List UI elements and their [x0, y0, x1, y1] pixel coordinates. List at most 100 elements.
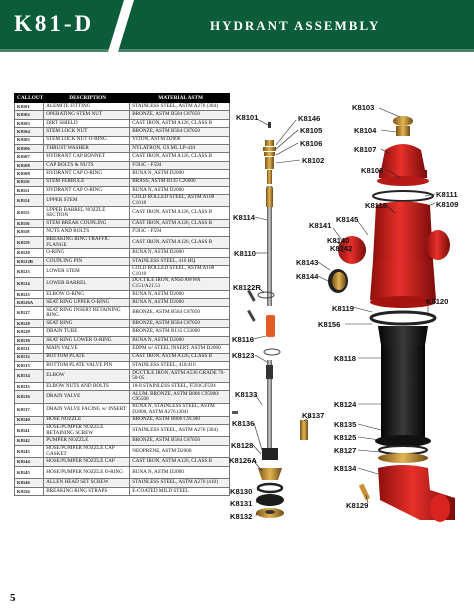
callout-cell: K8124: [13, 277, 45, 291]
callout-k8115: K8115: [365, 201, 387, 210]
material-cell: STAINLESS STEEL, 410 HQ: [129, 256, 230, 267]
callout-k8156: K8156: [318, 320, 341, 329]
callout-k8134: K8134: [334, 464, 357, 473]
material-cell: F593C - F594: [129, 227, 230, 237]
callout-k8104: K8104: [354, 126, 377, 135]
callout-cell: K8137: [13, 402, 45, 417]
description-cell: HOSE/PUMPER NOZZLE CAP: [43, 457, 131, 467]
callout-cell: K8118: [13, 227, 45, 237]
description-cell: ELBOW: [43, 369, 131, 383]
callout-cell: K8114: [13, 194, 45, 208]
page-header: K81-D HYDRANT ASSEMBLY: [0, 0, 474, 52]
callout-k8140: K8140: [327, 236, 350, 245]
description-cell: HYDRANT CAP O-RING: [43, 185, 131, 196]
description-cell: UPPER STEM: [43, 194, 131, 208]
callout-cell: K8144: [13, 457, 45, 467]
description-cell: DRAIN VALVE: [43, 390, 131, 404]
callout-k8142: K8142: [330, 244, 353, 253]
description-cell: BREAKING RING TRAFFIC FLANGE: [43, 235, 131, 250]
callout-cell: K8111: [13, 185, 45, 196]
callout-cell: K8119: [13, 235, 45, 250]
callout-k8103: K8103: [352, 103, 375, 112]
page-number: 5: [10, 592, 16, 604]
material-cell: DUCTILE IRON, ANSI/AWWA C151/A21.51: [129, 277, 230, 291]
description-cell: PUMPER NOZZLE: [43, 436, 131, 446]
material-cell: CAST IRON, ASTM A126, CLASS B: [129, 457, 230, 467]
callout-cell: K8142: [13, 436, 45, 446]
callout-k8114: K8114: [233, 213, 255, 222]
callout-k8130: K8130: [230, 487, 253, 496]
description-cell: HOSE NOZZLE: [43, 415, 131, 425]
callout-k8123: K8123: [232, 351, 255, 360]
callout-k8132: K8132: [230, 512, 253, 521]
description-cell: BREAKING RING STRAPS: [43, 486, 131, 497]
callout-k8106: K8106: [300, 139, 323, 148]
material-cell: STAINLESS STEEL, 410/416: [129, 360, 230, 371]
callout-k8102: K8102: [302, 156, 325, 165]
callout-k8124: K8124: [334, 400, 357, 409]
callout-k8118: K8118: [334, 354, 356, 363]
material-cell: BUNA N, ASTM D2000: [129, 297, 230, 308]
callout-k8105: K8105: [300, 126, 323, 135]
callout-k8137: K8137: [302, 411, 325, 420]
callout-k8133: K8133: [235, 390, 258, 399]
callout-k8135: K8135: [334, 420, 357, 429]
callout-k8141: K8141: [309, 221, 332, 230]
callout-k8126a: K8126A: [229, 456, 257, 465]
callout-k8136: K8136: [232, 419, 255, 428]
material-cell: BRONZE, ASTM B584 C87850: [129, 436, 230, 446]
callout-k8107: K8107: [354, 145, 377, 154]
description-cell: COUPLING PIN: [43, 256, 131, 267]
callout-k8125: K8125: [334, 433, 357, 442]
section-title: HYDRANT ASSEMBLY: [210, 18, 381, 33]
description-cell: LOWER BARREL: [43, 277, 131, 291]
callout-k8109: K8109: [436, 200, 459, 209]
stem-assembly: [232, 122, 308, 518]
header-decoration: [0, 0, 474, 52]
callout-cell: K8123: [13, 265, 45, 279]
callout-cell: K8122R: [13, 256, 45, 267]
callout-cell: K8133: [13, 360, 45, 371]
callout-k8116: K8116: [232, 335, 254, 344]
hydrant-body: [328, 116, 455, 522]
leader-lines: [252, 107, 436, 517]
callout-k8110: K8110: [234, 249, 256, 258]
material-cell: BUNA N, ASTM D2000: [129, 185, 230, 196]
callout-cell: K8140: [13, 415, 45, 425]
callout-k8108: K8108: [361, 166, 384, 175]
description-cell: BOTTOM PLATE VALVE PIN: [43, 360, 131, 371]
description-cell: SEAT RING UPPER O-RING: [43, 297, 131, 308]
callout-cell: K8135: [13, 381, 45, 392]
material-cell: BRONZE, ASTM B806 C91300: [129, 415, 230, 425]
callout-k8129: K8129: [346, 501, 369, 510]
callout-k8128: K8128: [231, 441, 254, 450]
material-cell: 18-8 STAINLESS STEEL, F593C/F594: [129, 381, 230, 392]
callout-k8131: K8131: [230, 499, 253, 508]
callout-k8146: K8146: [298, 114, 321, 123]
callout-cell: K8156: [13, 486, 45, 497]
callout-k8111: K8111: [436, 190, 458, 199]
material-cell: COLD ROLLED STEEL, ASTM A108 C1018: [129, 194, 230, 208]
callout-k8120: K8120: [426, 297, 449, 306]
callout-k8144: K8144: [296, 272, 319, 281]
